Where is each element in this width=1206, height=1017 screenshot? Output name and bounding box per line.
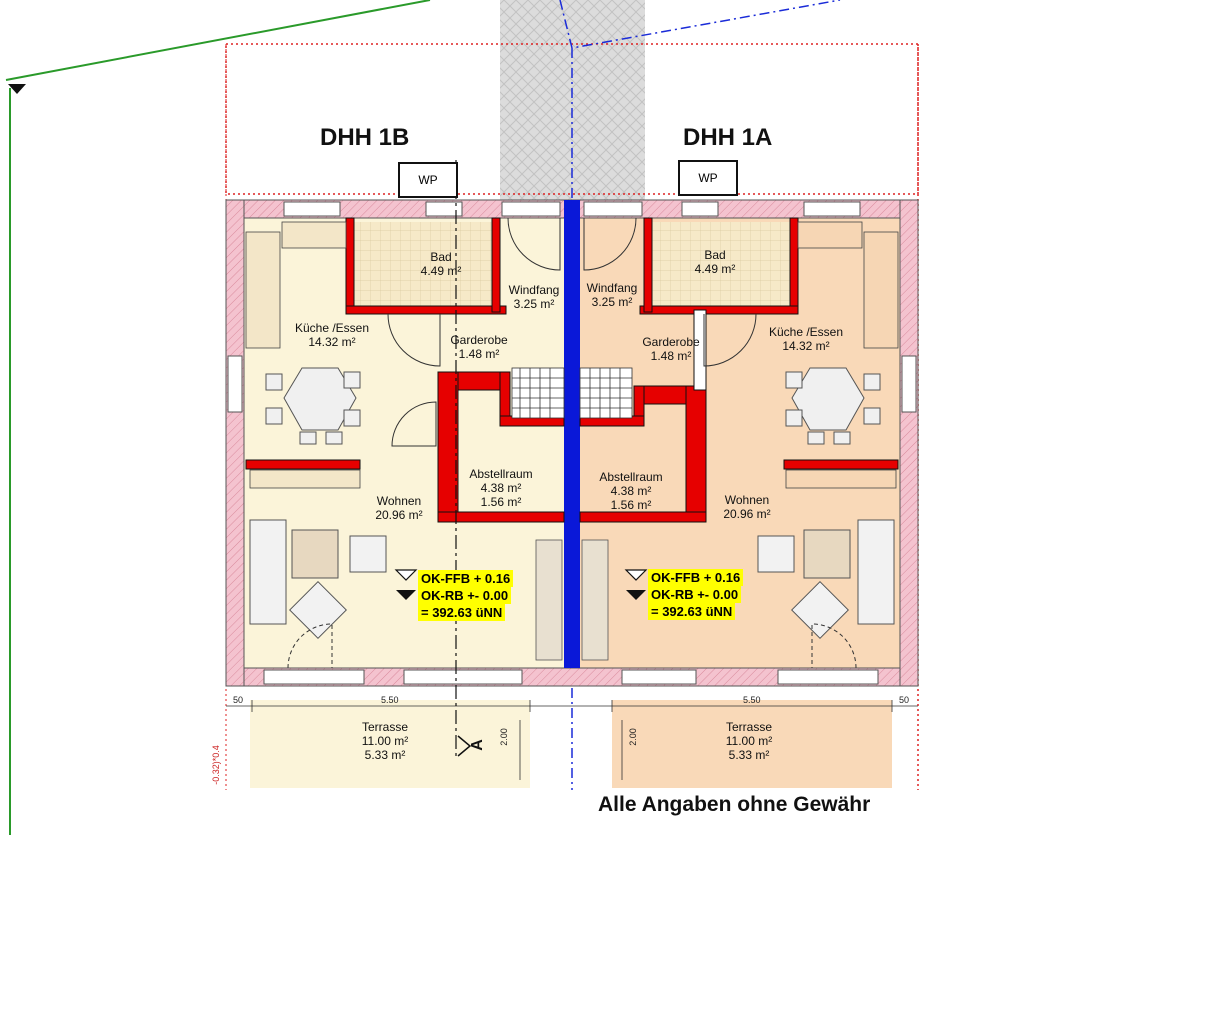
bath-left xyxy=(352,222,500,308)
room-name: Abstellraum xyxy=(599,470,663,484)
room-name: Bad xyxy=(430,250,452,264)
staircase xyxy=(511,367,633,419)
room-bad-left: Bad 4.49 m² xyxy=(408,250,474,278)
room-windfang-right: Windfang 3.25 m² xyxy=(582,281,642,309)
level-info-right: OK-FFB + 0.16 OK-RB +- 0.00 = 392.63 üNN xyxy=(648,569,744,620)
dim-left-a: 50 xyxy=(233,695,244,705)
room-name: Terrasse xyxy=(361,720,408,734)
level-rb: OK-RB +- 0.00 xyxy=(418,587,512,604)
boundary-marker xyxy=(8,84,26,94)
level-ffb: OK-FFB + 0.16 xyxy=(648,569,744,586)
door-swings xyxy=(287,217,857,669)
bath-right xyxy=(644,222,792,308)
property-boundary xyxy=(5,0,431,835)
dim-right-b: 5.50 xyxy=(743,695,761,705)
dimension-lines xyxy=(226,700,918,780)
level-nn: = 392.63 üNN xyxy=(418,604,506,621)
dim-left-c: 2.00 xyxy=(498,728,509,746)
room-name: Küche /Essen xyxy=(294,321,370,335)
room-terrasse-right: Terrasse 11.00 m² 5.33 m² xyxy=(710,720,788,762)
room-area: 20.96 m² xyxy=(723,507,771,521)
room-area: 1.48 m² xyxy=(650,349,692,363)
house-title-left: DHH 1B xyxy=(320,124,410,151)
living-furniture-right xyxy=(757,519,895,639)
room-name: Abstellraum xyxy=(469,467,533,481)
room-name: Bad xyxy=(704,248,726,262)
room-garderobe-right: Garderobe 1.48 m² xyxy=(634,335,708,363)
room-wohnen-right: Wohnen 20.96 m² xyxy=(710,493,784,521)
room-kueche-right: Küche /Essen 14.32 m² xyxy=(756,325,856,353)
dim-left-b: 5.50 xyxy=(381,695,399,705)
interior-walls-right xyxy=(579,217,899,523)
dining-table-right xyxy=(785,367,881,445)
side-dimension: -0.32)*0.4 xyxy=(210,745,221,785)
terrace-right xyxy=(612,700,892,788)
terrace-left xyxy=(250,700,530,788)
room-abstell-right: Abstellraum 4.38 m² 1.56 m² xyxy=(592,470,670,512)
room-area: 1.48 m² xyxy=(458,347,500,361)
room-area-2: 1.56 m² xyxy=(480,495,522,509)
shelves xyxy=(535,539,609,661)
kitchen-counter-right xyxy=(785,221,899,489)
driveway xyxy=(500,0,645,200)
room-bad-right: Bad 4.49 m² xyxy=(682,248,748,276)
room-area-2: 5.33 m² xyxy=(364,748,406,762)
interior-walls-left xyxy=(245,217,565,523)
room-area: 11.00 m² xyxy=(361,734,409,748)
room-area: 4.49 m² xyxy=(694,262,736,276)
level-nn: = 392.63 üNN xyxy=(648,603,736,620)
room-name: Windfang xyxy=(586,281,638,295)
room-name: Terrasse xyxy=(725,720,772,734)
room-name: Garderobe xyxy=(642,335,700,349)
room-area: 14.32 m² xyxy=(308,335,356,349)
room-abstell-left: Abstellraum 4.38 m² 1.56 m² xyxy=(462,467,540,509)
party-wall xyxy=(564,200,580,668)
room-terrasse-left: Terrasse 11.00 m² 5.33 m² xyxy=(346,720,424,762)
room-windfang-left: Windfang 3.25 m² xyxy=(504,283,564,311)
axis-line xyxy=(559,0,841,790)
disclaimer: Alle Angaben ohne Gewähr xyxy=(598,793,871,816)
dim-right-a: 50 xyxy=(899,695,910,705)
dim-right-c: 2.00 xyxy=(627,728,638,746)
room-garderobe-left: Garderobe 1.48 m² xyxy=(442,333,516,361)
level-markers xyxy=(394,569,648,600)
room-name: Wohnen xyxy=(724,493,770,507)
room-area: 14.32 m² xyxy=(782,339,830,353)
room-area: 4.38 m² xyxy=(480,481,522,495)
dining-table-left xyxy=(265,367,361,445)
room-area: 3.25 m² xyxy=(513,297,555,311)
level-ffb: OK-FFB + 0.16 xyxy=(418,570,514,587)
room-name: Windfang xyxy=(508,283,560,297)
room-name: Wohnen xyxy=(376,494,422,508)
level-info-left: OK-FFB + 0.16 OK-RB +- 0.00 = 392.63 üNN xyxy=(418,570,514,621)
room-area: 4.49 m² xyxy=(420,264,462,278)
heat-pump-right: WP xyxy=(678,160,738,196)
room-area-2: 1.56 m² xyxy=(610,498,652,512)
room-area: 11.00 m² xyxy=(725,734,773,748)
room-area-2: 5.33 m² xyxy=(728,748,770,762)
room-wohnen-left: Wohnen 20.96 m² xyxy=(362,494,436,522)
section-marker: A xyxy=(468,739,486,751)
room-area: 4.38 m² xyxy=(610,484,652,498)
room-name: Garderobe xyxy=(450,333,508,347)
room-area: 3.25 m² xyxy=(591,295,633,309)
heat-pump-left: WP xyxy=(398,162,458,198)
room-name: Küche /Essen xyxy=(768,325,844,339)
level-rb: OK-RB +- 0.00 xyxy=(648,586,742,603)
room-area: 20.96 m² xyxy=(375,508,423,522)
section-arrow xyxy=(457,735,472,757)
room-kueche-left: Küche /Essen 14.32 m² xyxy=(282,321,382,349)
living-furniture-left xyxy=(249,519,387,639)
house-title-right: DHH 1A xyxy=(683,124,773,151)
kitchen-counter-left xyxy=(245,221,361,489)
